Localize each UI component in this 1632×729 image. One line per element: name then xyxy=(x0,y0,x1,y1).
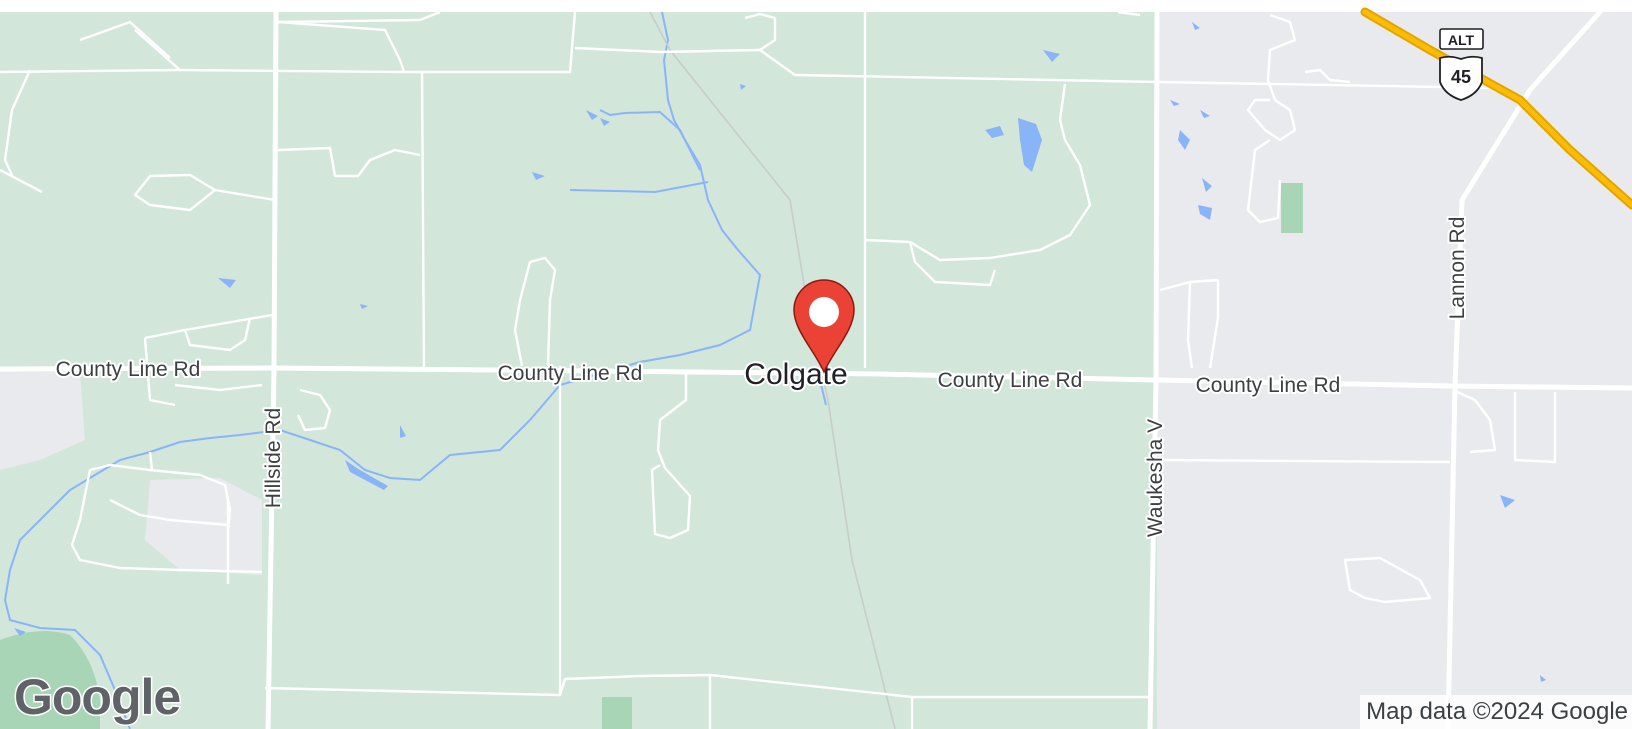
minor-roads xyxy=(0,10,1557,729)
park-area-south xyxy=(602,697,632,729)
label-county-line-rd-far-east: County Line Rd xyxy=(1196,374,1341,397)
urban-patch-hillside xyxy=(145,478,262,575)
top-strip xyxy=(0,0,1632,12)
waukesha-road xyxy=(1147,9,1160,729)
label-waukesha: Waukesha V xyxy=(1144,419,1167,537)
label-county-line-rd-west: County Line Rd xyxy=(56,358,201,381)
highway-45 xyxy=(1362,9,1632,208)
shield-number: 45 xyxy=(1451,67,1471,87)
park-area-southwest xyxy=(0,631,100,729)
label-county-line-rd-center: County Line Rd xyxy=(498,362,643,385)
highway-shield-45-alt: ALT 45 xyxy=(1439,28,1484,101)
google-logo: Google xyxy=(12,669,182,725)
label-hillside-rd: Hillside Rd xyxy=(262,408,285,508)
shield-alt-label: ALT xyxy=(1448,32,1475,48)
water-bodies xyxy=(14,22,1546,682)
hillside-road xyxy=(265,9,279,729)
urban-area xyxy=(1157,12,1632,729)
label-county-line-rd-east: County Line Rd xyxy=(938,369,1083,392)
park-area-east xyxy=(1281,183,1303,233)
lannon-road xyxy=(1445,9,1603,729)
label-lannon-rd: Lannon Rd xyxy=(1446,217,1469,320)
streams xyxy=(3,11,827,729)
place-label-colgate: Colgate xyxy=(744,358,847,391)
major-roads xyxy=(0,9,1632,729)
map-attribution[interactable]: Map data ©2024 Google xyxy=(1360,695,1632,729)
urban-patch-west xyxy=(0,370,85,470)
location-pin-icon[interactable] xyxy=(793,279,855,374)
